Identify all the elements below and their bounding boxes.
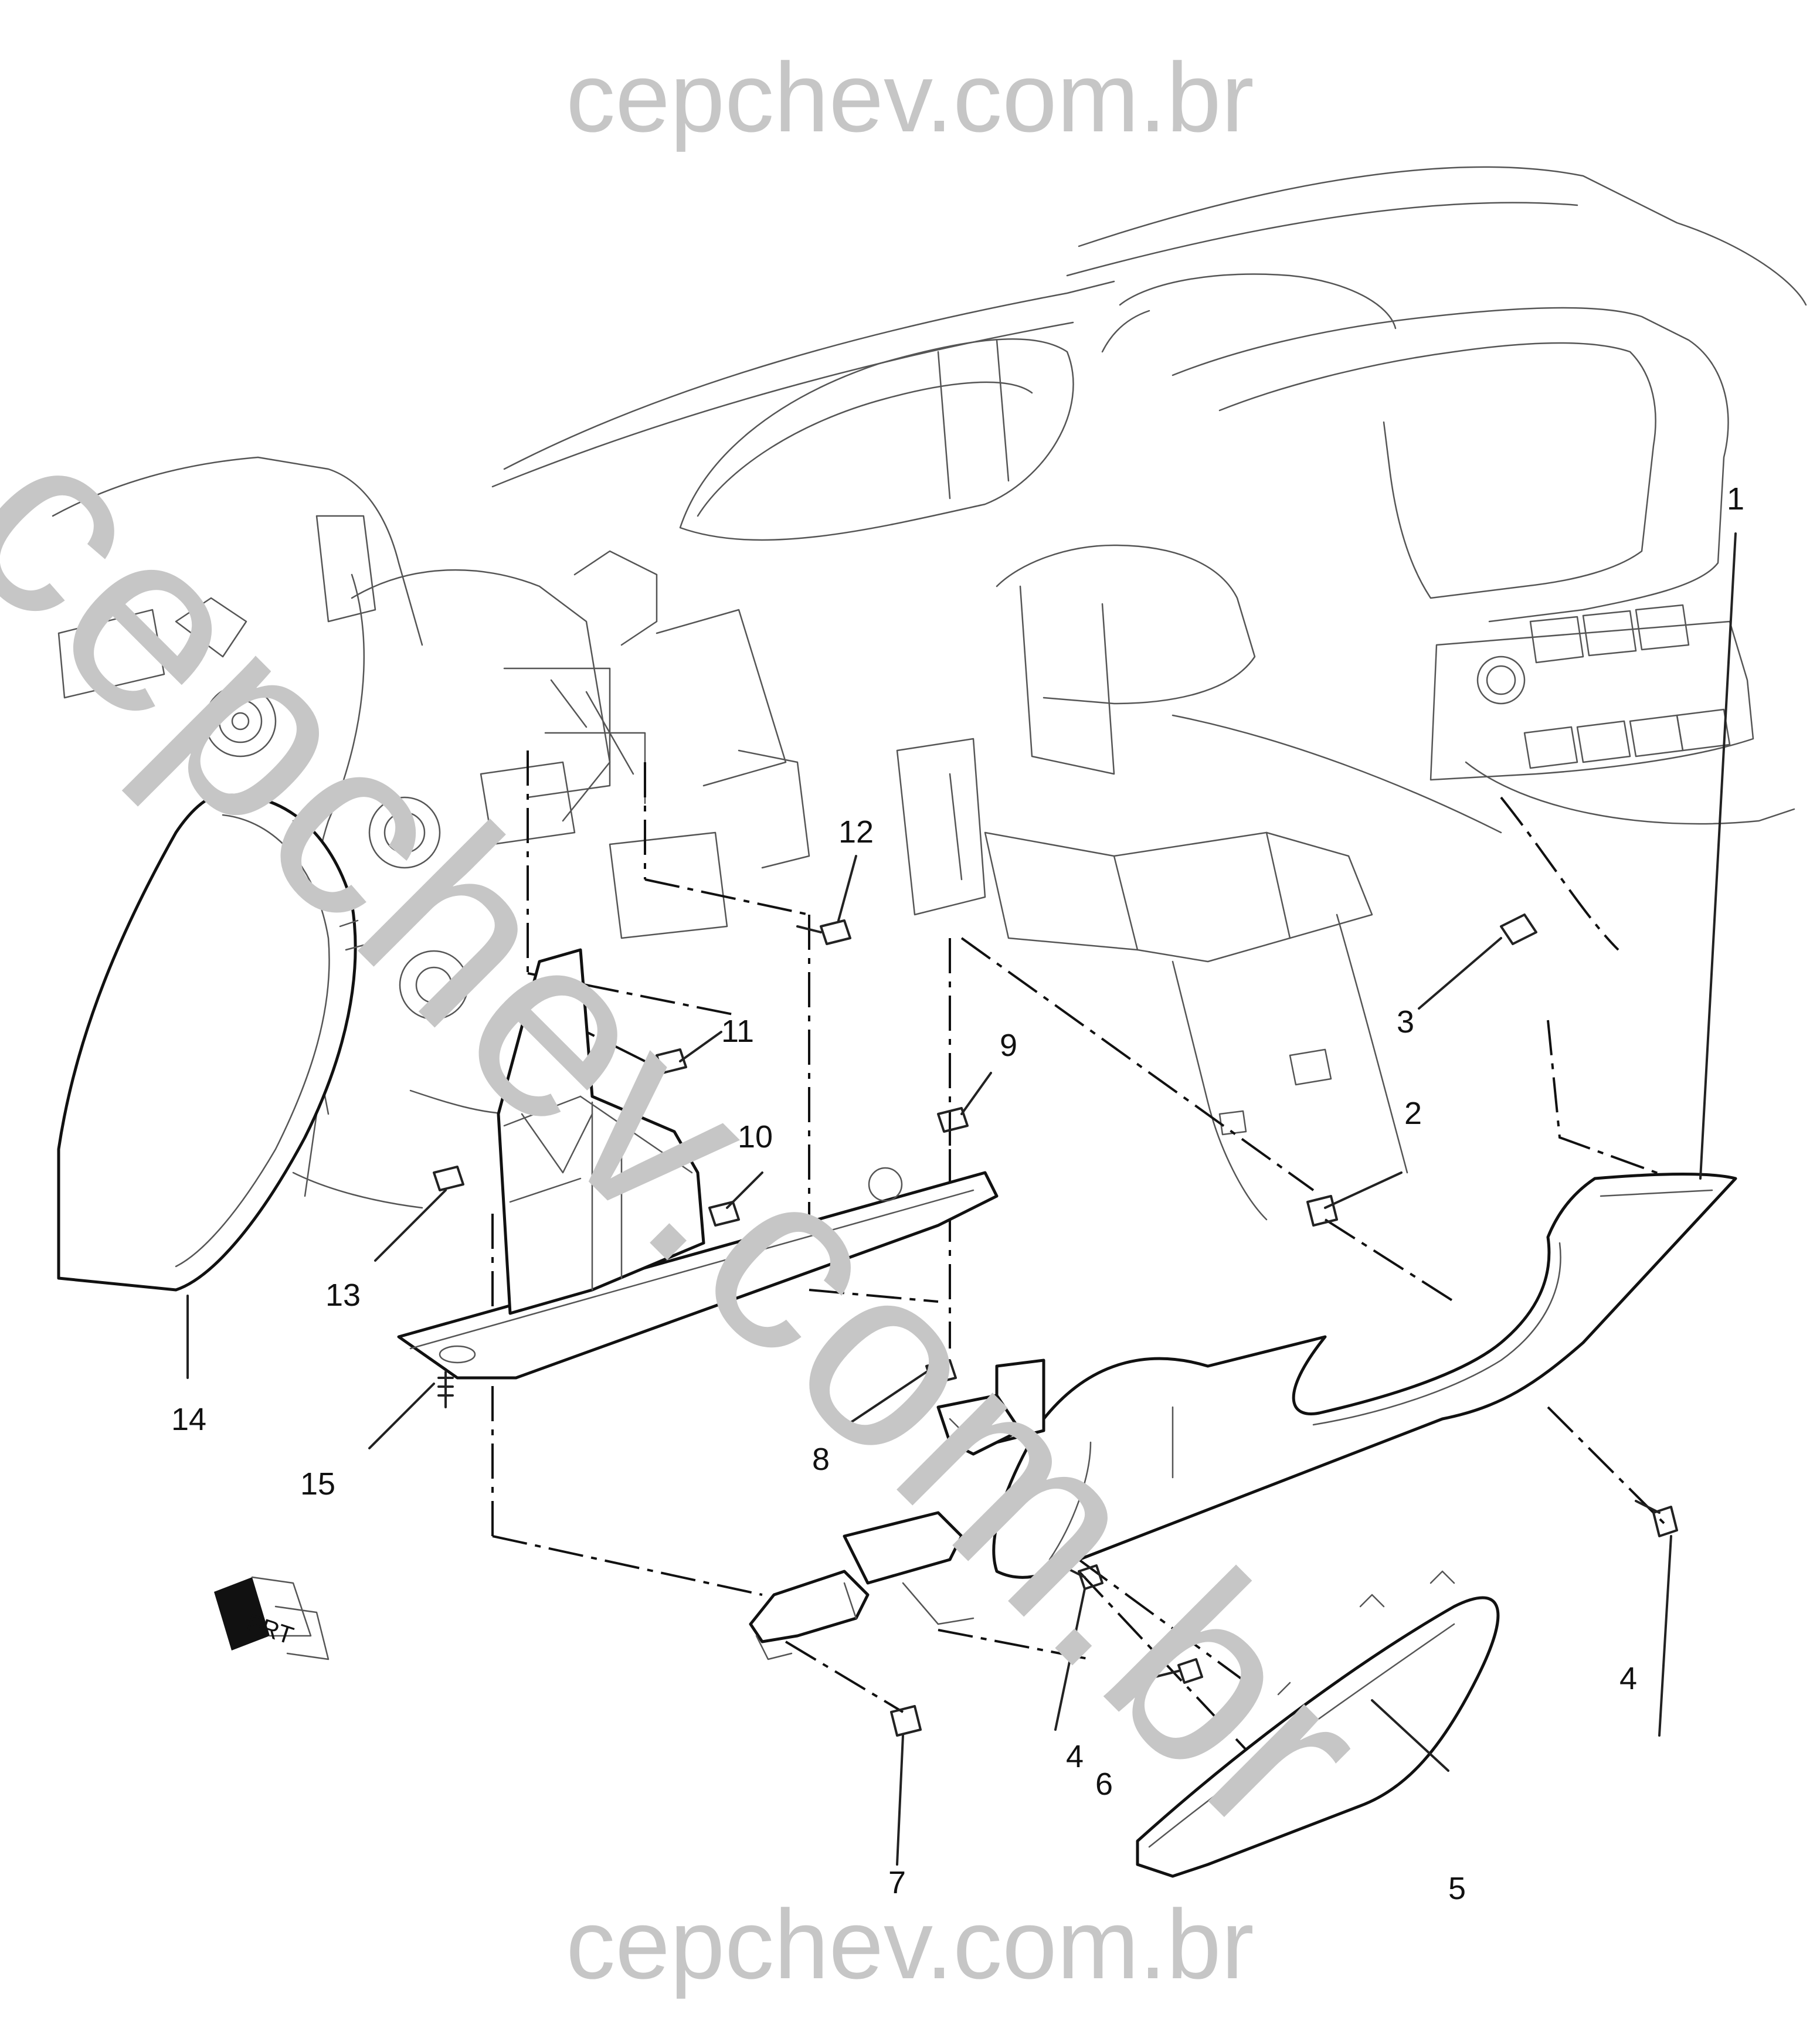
callout-8: 8 [812, 1442, 830, 1477]
callout-11: 11 [721, 1014, 755, 1049]
part-5-lower-panel [1136, 1570, 1500, 1878]
alignment-lines [491, 750, 1689, 1760]
callout-4-lower: 4 [1066, 1739, 1084, 1774]
callout-leaders [186, 532, 1737, 1866]
part-15-bracket [397, 948, 999, 1408]
callout-9: 9 [1000, 1028, 1018, 1063]
part-1-trim-panel [992, 1173, 1737, 1579]
watermark-top: cepchev.com.br [566, 42, 1254, 152]
callout-15: 15 [300, 1466, 336, 1502]
callout-14: 14 [171, 1402, 207, 1437]
callout-4-right: 4 [1619, 1661, 1638, 1696]
callout-2: 2 [1404, 1096, 1422, 1131]
callout-1: 1 [1727, 481, 1745, 517]
glovebox-frame [749, 1358, 1045, 1660]
callout-6: 6 [1095, 1767, 1113, 1802]
watermark-bottom: cepchev.com.br [566, 1889, 1254, 1999]
callout-3: 3 [1397, 1004, 1415, 1040]
callout-10: 10 [738, 1119, 773, 1154]
callout-5: 5 [1448, 1871, 1466, 1906]
front-orientation-arrow-icon [214, 1576, 330, 1660]
part-14-end-panel [57, 793, 365, 1292]
fasteners [433, 913, 1678, 1737]
callout-13: 13 [325, 1278, 361, 1313]
callout-12: 12 [838, 814, 874, 850]
callout-7: 7 [888, 1865, 906, 1900]
